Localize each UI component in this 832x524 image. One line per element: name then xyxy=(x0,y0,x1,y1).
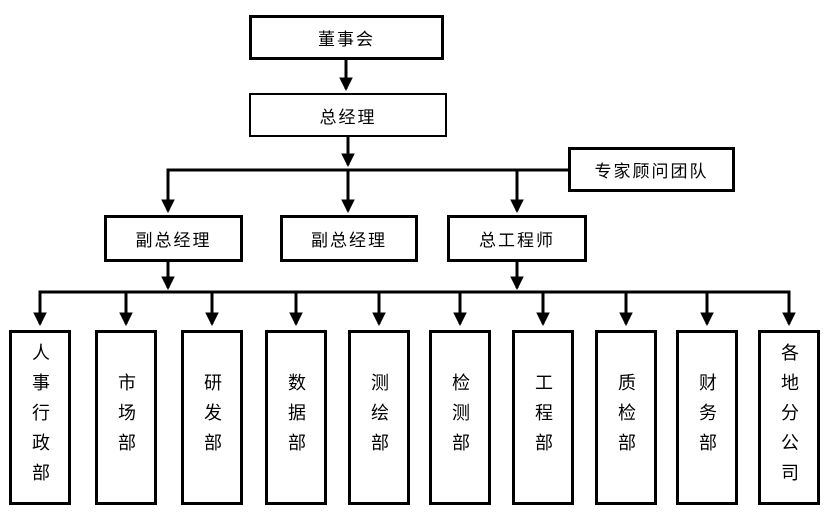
org-node-label: 副总经理 xyxy=(311,231,387,250)
org-node-dept-hr-admin: 人事行政部 xyxy=(9,330,71,505)
org-node-deputy-general-manager-1: 副总经理 xyxy=(104,215,243,262)
org-node-advisory-team: 专家顾问团队 xyxy=(568,147,735,192)
org-node-label: 总经理 xyxy=(319,107,377,127)
org-node-label: 专家顾问团队 xyxy=(594,162,709,181)
org-node-label: 检测部 xyxy=(450,372,470,463)
org-node-label: 财务部 xyxy=(697,372,717,463)
org-node-dept-marketing: 市场部 xyxy=(95,330,157,505)
org-node-label: 副总经理 xyxy=(135,231,212,250)
org-node-dept-data: 数据部 xyxy=(265,330,327,505)
org-node-label: 工程部 xyxy=(533,372,553,463)
org-node-dept-inspection: 检测部 xyxy=(429,330,491,505)
org-node-dept-surveying: 测绘部 xyxy=(348,330,410,505)
org-node-chief-engineer: 总工程师 xyxy=(447,215,587,262)
org-node-deputy-general-manager-2: 副总经理 xyxy=(280,215,418,262)
org-node-dept-finance: 财务部 xyxy=(676,330,738,505)
org-node-label: 市场部 xyxy=(116,372,136,463)
org-node-dept-rnd: 研发部 xyxy=(181,330,243,505)
org-node-label: 测绘部 xyxy=(369,372,389,463)
org-node-label: 人事行政部 xyxy=(30,342,50,493)
org-node-label: 研发部 xyxy=(202,372,222,463)
org-node-general-manager: 总经理 xyxy=(249,93,447,137)
org-node-dept-engineering: 工程部 xyxy=(512,330,574,505)
org-node-label: 总工程师 xyxy=(479,231,555,250)
org-node-dept-quality: 质检部 xyxy=(595,330,657,505)
org-node-branch-companies: 各地分公司 xyxy=(758,330,820,505)
org-node-board: 董事会 xyxy=(249,15,444,60)
org-node-label: 质检部 xyxy=(616,372,636,463)
org-node-label: 董事会 xyxy=(318,30,375,49)
org-node-label: 各地分公司 xyxy=(779,342,799,493)
org-node-label: 数据部 xyxy=(286,372,306,463)
